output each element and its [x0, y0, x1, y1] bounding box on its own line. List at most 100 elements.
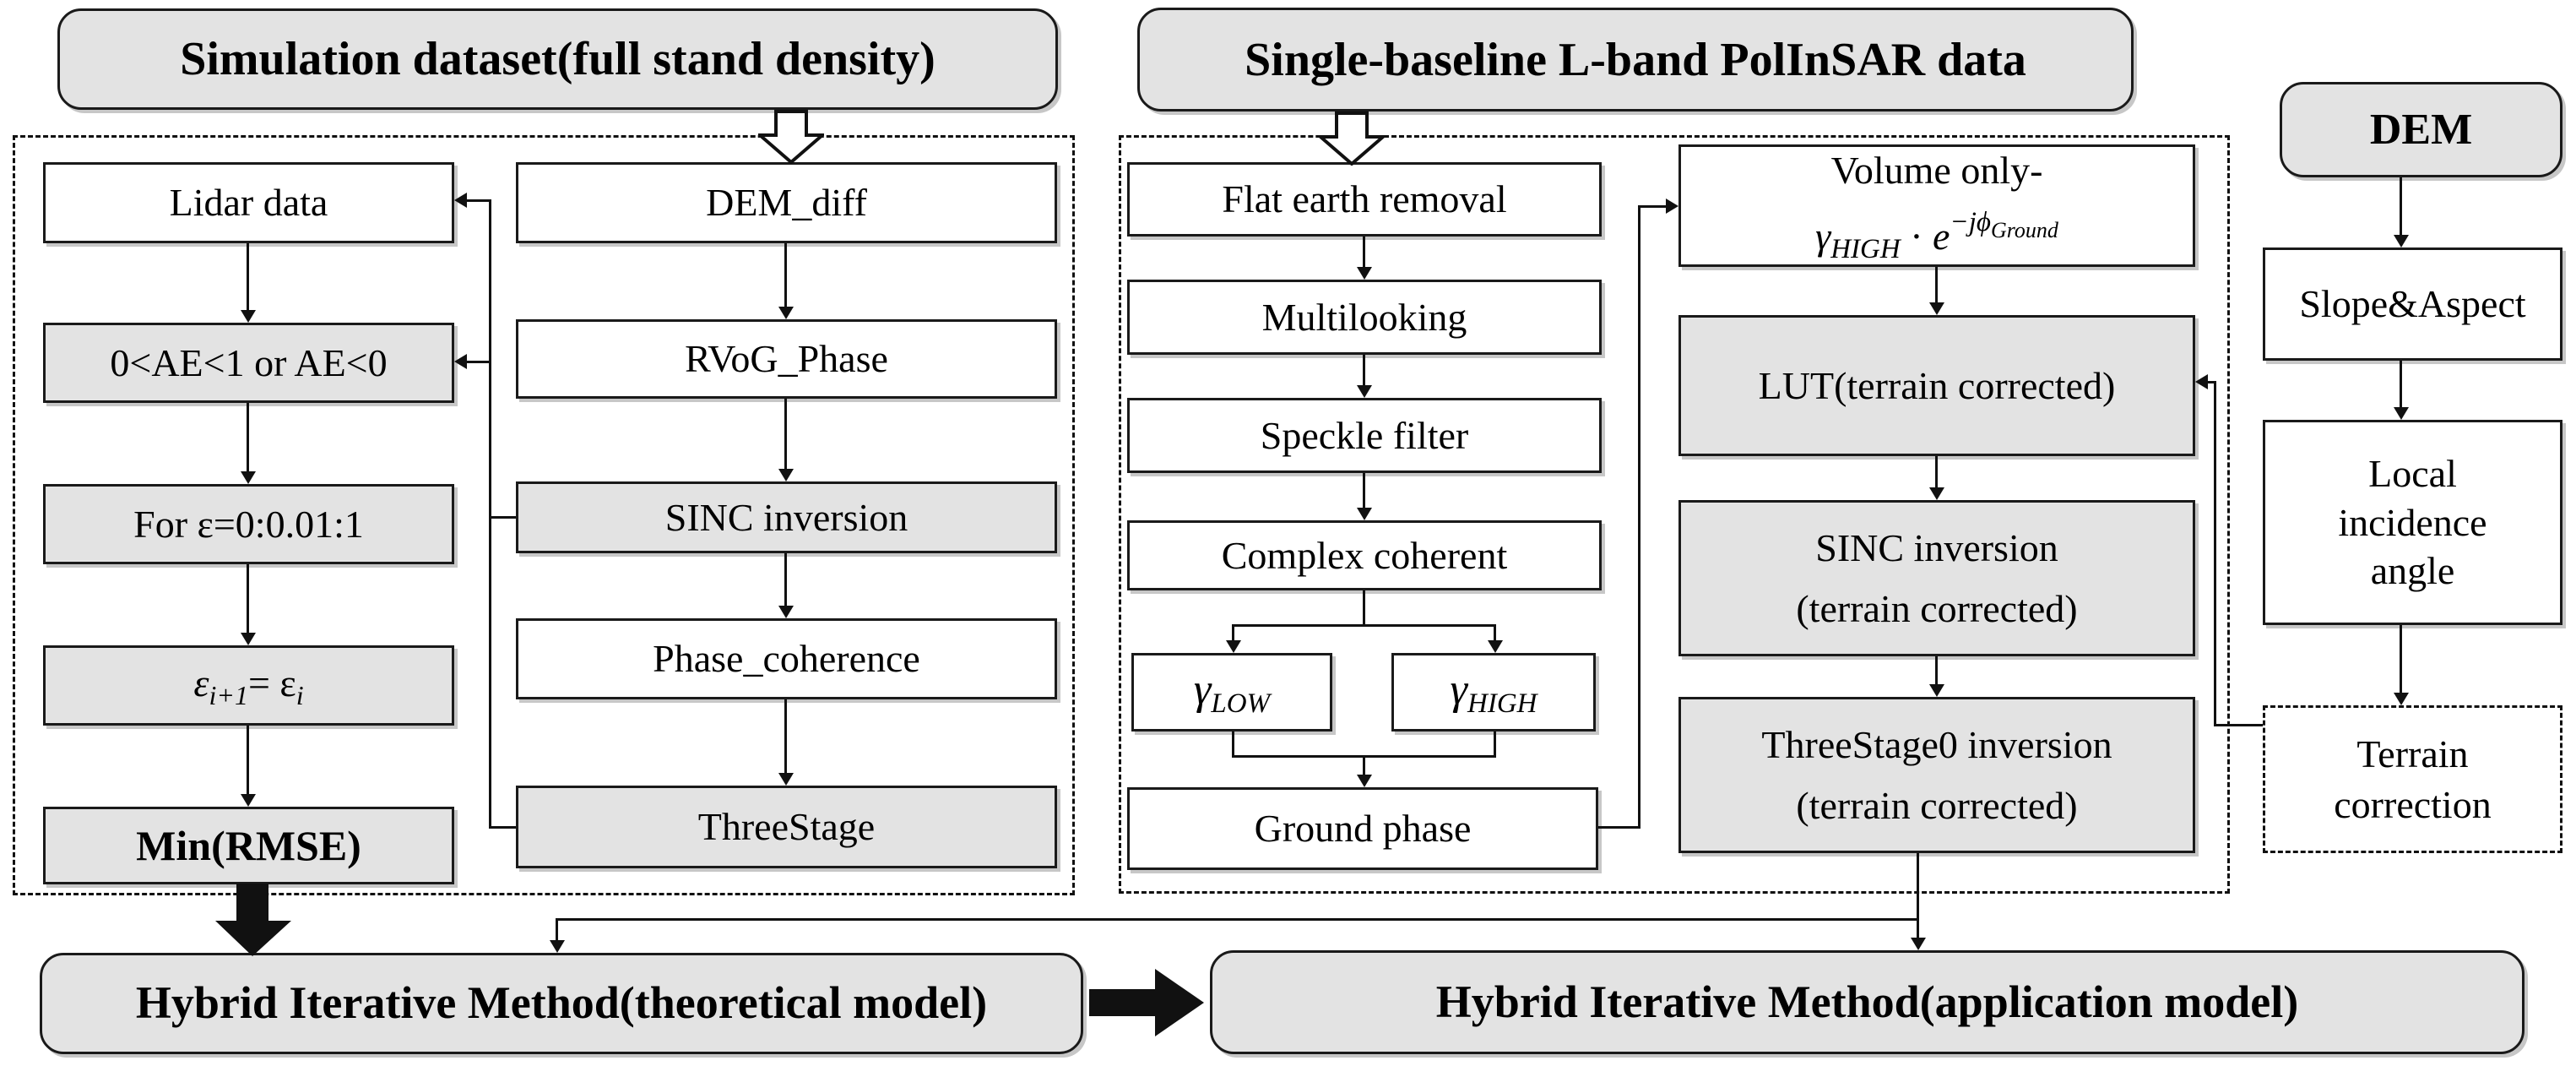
sinc-inversion-label: SINC inversion — [664, 495, 908, 539]
hybrid-theoretical-box: Hybrid Iterative Method(theoretical mode… — [40, 953, 1083, 1054]
simulation-panel-container — [13, 135, 1075, 895]
gamma-high-sub: HIGH — [1467, 688, 1537, 720]
connector-lut-sinctc — [1935, 456, 1938, 487]
split-cross-line — [1232, 624, 1496, 627]
arrowhead-down-icon — [241, 633, 256, 645]
gamma-low-sub: LOW — [1211, 688, 1271, 720]
connector-ae-for — [247, 403, 249, 471]
feedback-riser-line — [489, 199, 491, 829]
volume-gamma-sub: HIGH — [1830, 233, 1901, 264]
arrowhead-left-icon — [2195, 374, 2208, 389]
split-right-drop — [1494, 624, 1496, 640]
header-polinsar-data: Single-baseline L-band PolInSAR data — [1137, 8, 2134, 111]
arrowhead-down-icon — [778, 307, 794, 319]
threestage-feedback-stub — [489, 826, 516, 829]
dem-diff-label: DEM_diff — [706, 181, 867, 225]
connector-dem-slope — [2400, 177, 2402, 235]
split-stem-line — [1363, 590, 1365, 627]
groundphase-exit-line — [1598, 826, 1641, 829]
threestage0-terrain-corrected-box: ThreeStage0 inversion (terrain corrected… — [1678, 697, 2195, 853]
gamma-low-base: γ — [1193, 666, 1212, 715]
flat-earth-removal-box: Flat earth removal — [1127, 162, 1602, 237]
arrowhead-down-icon — [1929, 487, 1944, 500]
slope-aspect-box: Slope&Aspect — [2263, 247, 2562, 361]
merge-stem-line — [1363, 755, 1365, 775]
volume-e: e — [1933, 214, 1950, 258]
merge-right-drop — [1494, 732, 1496, 758]
epsilon-base: ε — [193, 661, 209, 704]
speckle-filter-box: Speckle filter — [1127, 398, 1602, 473]
epsilon-update-label: εi+1= εi — [193, 659, 303, 712]
connector-sinc-phasecoh — [784, 553, 787, 606]
terrain-exit-line — [2214, 724, 2263, 726]
threestage0-output-line — [1917, 853, 1919, 938]
complex-coherent-label: Complex coherent — [1221, 533, 1508, 577]
local-incidence-angle-label: Local incidence angle — [2338, 452, 2487, 593]
header-simulation-dataset: Simulation dataset(full stand density) — [57, 8, 1058, 110]
gamma-high-label: γHIGH — [1451, 662, 1537, 721]
dem-box: DEM — [2280, 82, 2562, 177]
hybrid-application-label: Hybrid Iterative Method(application mode… — [1435, 976, 2299, 1027]
connector-sinctc-threestage0 — [1935, 656, 1938, 684]
arrowhead-down-icon — [1911, 938, 1926, 950]
ae-condition-label: 0<AE<1 or AE<0 — [110, 340, 388, 384]
multilooking-box: Multilooking — [1127, 280, 1602, 355]
volume-only-label: Volume only- γHIGH · e−jϕGround — [1815, 140, 2058, 270]
arrowhead-down-icon — [778, 469, 794, 481]
epsilon-update-box: εi+1= εi — [43, 645, 454, 726]
lidar-data-box: Lidar data — [43, 162, 454, 243]
header-simulation-label: Simulation dataset(full stand density) — [180, 33, 935, 85]
sinc-inversion-box: SINC inversion — [516, 481, 1057, 553]
dem-diff-box: DEM_diff — [516, 162, 1057, 243]
arrowhead-down-icon — [1226, 640, 1241, 653]
header-polinsar-label: Single-baseline L-band PolInSAR data — [1245, 33, 2026, 86]
arrowhead-down-icon — [1357, 385, 1372, 398]
ground-phase-label: Ground phase — [1254, 807, 1472, 851]
gamma-low-box: γLOW — [1131, 653, 1332, 732]
connector-flat-multi — [1363, 237, 1365, 267]
epsilon-sub2: i — [296, 680, 304, 711]
volume-exp: −jϕ — [1950, 206, 1991, 237]
arrowhead-down-icon — [2394, 407, 2409, 420]
connector-slope-localincidence — [2400, 361, 2402, 407]
arrowhead-down-icon — [1488, 640, 1503, 653]
ae-condition-box: 0<AE<1 or AE<0 — [43, 323, 454, 403]
arrowhead-down-icon — [1357, 775, 1372, 787]
phase-coherence-box: Phase_coherence — [516, 618, 1057, 699]
rvog-phase-label: RVoG_Phase — [685, 337, 888, 381]
connector-demdiff-rvog — [784, 243, 787, 307]
multilooking-label: Multilooking — [1261, 295, 1467, 339]
local-incidence-angle-box: Local incidence angle — [2263, 420, 2562, 625]
threestage0-line1: ThreeStage0 inversion — [1761, 723, 2112, 767]
arrowhead-left-icon — [454, 354, 467, 369]
feedback-to-lidar-line — [465, 199, 491, 202]
arrowhead-down-icon — [778, 606, 794, 618]
arrowhead-down-icon — [550, 940, 565, 953]
arrowhead-down-icon — [1357, 267, 1372, 280]
terrain-correction-label: Terrain correction — [2334, 732, 2492, 826]
arrowhead-down-icon — [778, 773, 794, 786]
thick-down-arrow-icon — [215, 884, 291, 956]
sinc-tc-line2: (terrain corrected) — [1796, 586, 2078, 630]
slope-aspect-label: Slope&Aspect — [2299, 282, 2526, 326]
volume-entry-line — [1638, 205, 1666, 208]
connector-volume-lut — [1935, 267, 1938, 302]
three-stage-label: ThreeStage — [697, 805, 876, 849]
gamma-high-base: γ — [1450, 666, 1468, 715]
volume-dot: · — [1900, 214, 1933, 258]
threestage0-line2: (terrain corrected) — [1796, 783, 2078, 827]
arrowhead-left-icon — [454, 193, 467, 208]
theoretical-entry-line — [556, 918, 558, 940]
three-stage-box: ThreeStage — [516, 786, 1057, 868]
connector-lidar-ae — [247, 243, 249, 310]
hybrid-theoretical-label: Hybrid Iterative Method(theoretical mode… — [135, 977, 988, 1029]
speckle-filter-label: Speckle filter — [1260, 413, 1469, 457]
rvog-phase-box: RVoG_Phase — [516, 319, 1057, 399]
arrowhead-down-icon — [2394, 693, 2409, 705]
for-loop-box: For ε=0:0.01:1 — [43, 484, 454, 564]
complex-coherent-box: Complex coherent — [1127, 520, 1602, 590]
ground-phase-box: Ground phase — [1127, 787, 1598, 870]
arrowhead-down-icon — [2394, 235, 2409, 247]
gamma-high-box: γHIGH — [1391, 653, 1596, 732]
